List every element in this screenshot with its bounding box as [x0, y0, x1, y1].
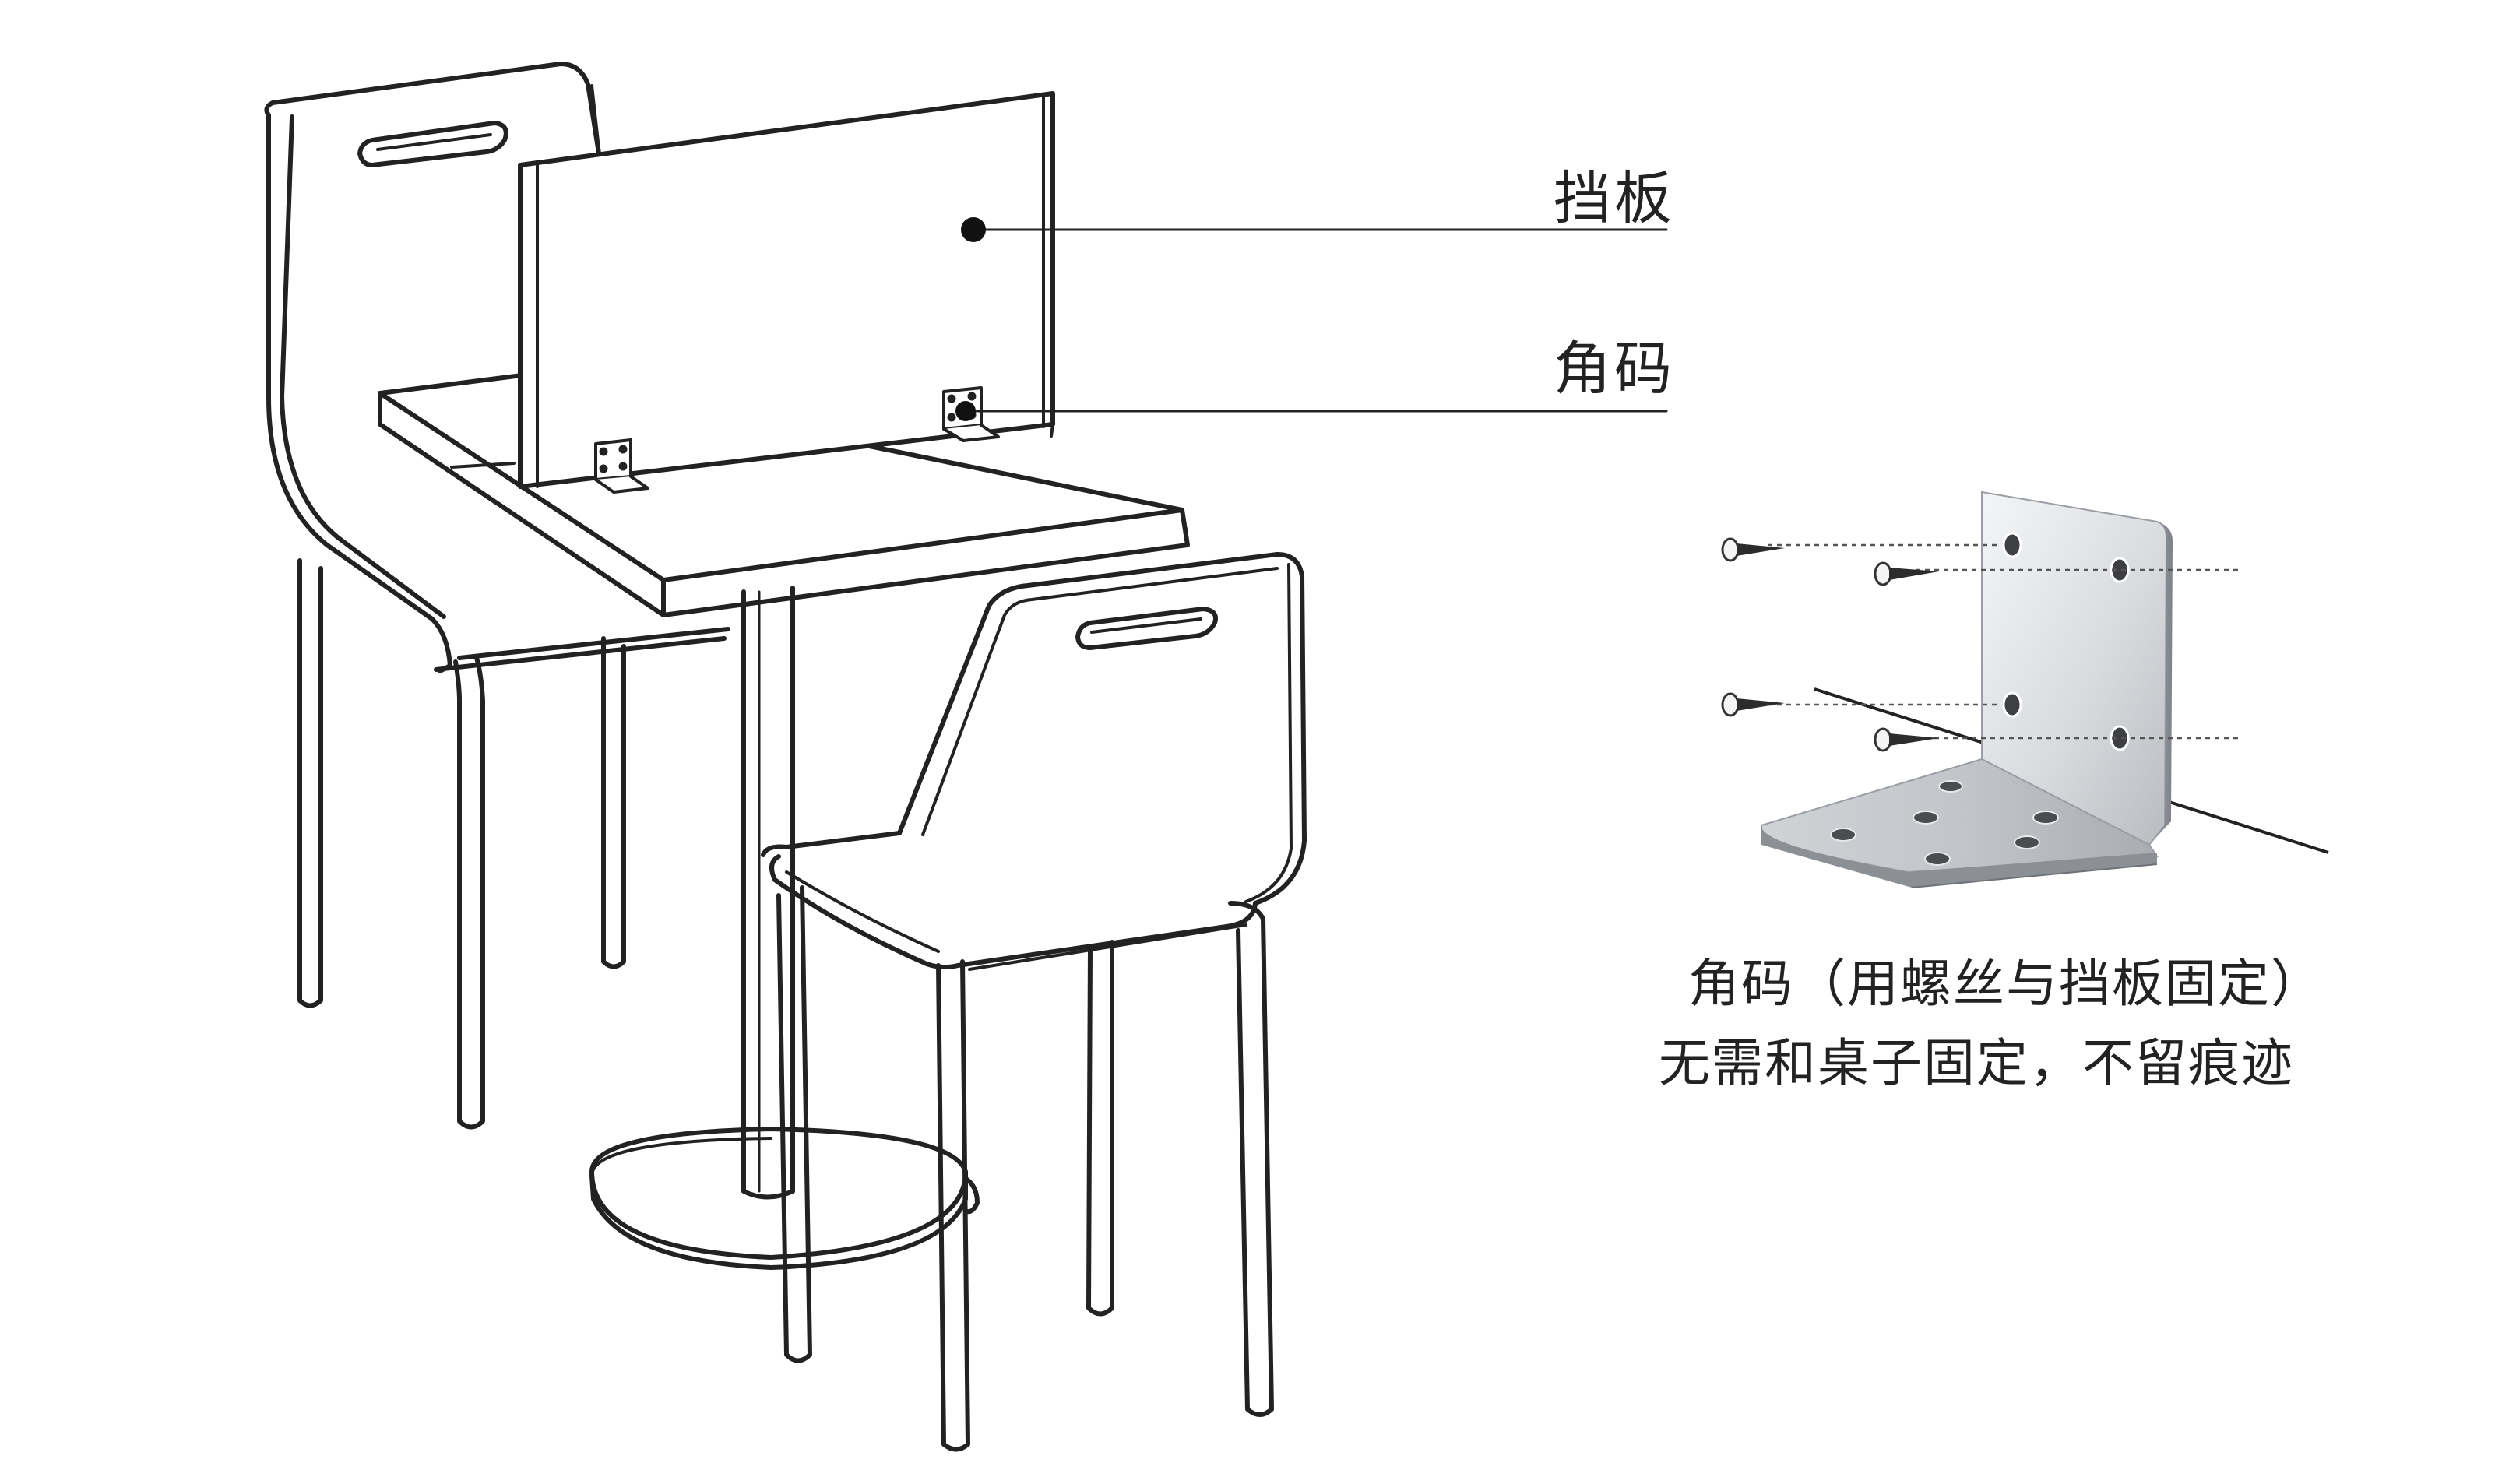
screws [1721, 537, 1939, 752]
screw [1874, 561, 1939, 586]
caption-line-1: 角码（用螺丝与挡板固定） [1688, 954, 2324, 1014]
screw [1874, 727, 1939, 752]
divider-panel [518, 91, 1055, 489]
label-panel: 挡板 [1554, 165, 1675, 232]
back-chair [264, 62, 730, 1130]
panel-bracket-left [594, 438, 649, 494]
screw [1721, 692, 1785, 717]
label-bracket: 角码 [1554, 336, 1675, 403]
callout-lines [964, 228, 1668, 413]
callout-dot-bracket [955, 401, 976, 421]
bracket-detail [1721, 491, 2329, 888]
front-chair [761, 552, 1307, 1452]
screw [1721, 537, 1785, 562]
caption-line-2: 无需和桌子固定，不留痕迹 [1659, 1033, 2294, 1093]
callout-dot-panel [961, 217, 986, 242]
